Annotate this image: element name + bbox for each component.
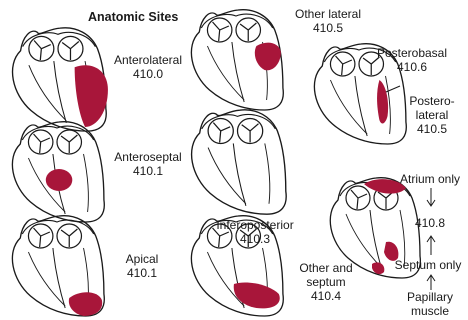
heart-anterolateral <box>13 28 108 131</box>
infarct-region <box>69 292 102 316</box>
label-other-lateral: Other lateral 410.5 <box>278 7 378 35</box>
heart-anteroseptal <box>12 122 104 222</box>
arrow-up-icon <box>427 275 435 290</box>
figure-title: Anatomic Sites <box>88 10 178 24</box>
label-combined-code: 410.8 <box>392 216 468 230</box>
infarct-region <box>377 80 388 123</box>
papillary-region <box>372 262 384 274</box>
label-other-septum: Other and septum 410.4 <box>286 261 366 303</box>
arrow-up-icon <box>427 236 435 255</box>
label-atrium-only: Atrium only <box>392 172 468 186</box>
heart-apical <box>12 216 104 316</box>
infarct-region <box>46 169 73 191</box>
label-anteroseptal: Anteroseptal 410.1 <box>99 150 197 178</box>
label-apical: Apical 410.1 <box>112 252 172 280</box>
label-papillary-muscle: Papillary muscle <box>392 290 468 318</box>
infarct-region <box>234 282 280 308</box>
arrow-down-icon <box>427 188 435 206</box>
label-anterolateral: Anterolateral 410.0 <box>99 53 197 81</box>
label-posterobasal: Posterobasal 410.6 <box>366 46 458 74</box>
infarct-region <box>255 43 281 71</box>
heart-other-lateral <box>191 10 283 110</box>
heart-inferoposterior <box>192 110 287 214</box>
label-posterolateral: Postero- lateral 410.5 <box>398 94 466 136</box>
label-septum-only: Septum only <box>388 258 468 272</box>
label-inferoposterior: Inferoposterior 410.3 <box>200 218 310 246</box>
